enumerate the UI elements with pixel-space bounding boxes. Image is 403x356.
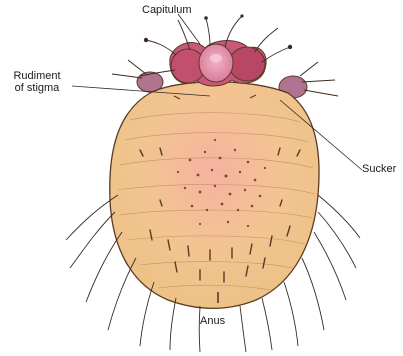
label-anus: Anus <box>200 315 225 327</box>
label-capitulum: Capitulum <box>142 4 192 16</box>
label-rudiment-line2: of stigma <box>2 82 72 94</box>
capitulum <box>170 41 266 87</box>
leg-stub-left <box>112 60 163 92</box>
label-rudiment-of-stigma: Rudiment of stigma <box>2 70 72 94</box>
label-rudiment-line1: Rudiment <box>2 70 72 82</box>
mite-body <box>110 82 319 309</box>
label-sucker: Sucker <box>362 163 396 175</box>
